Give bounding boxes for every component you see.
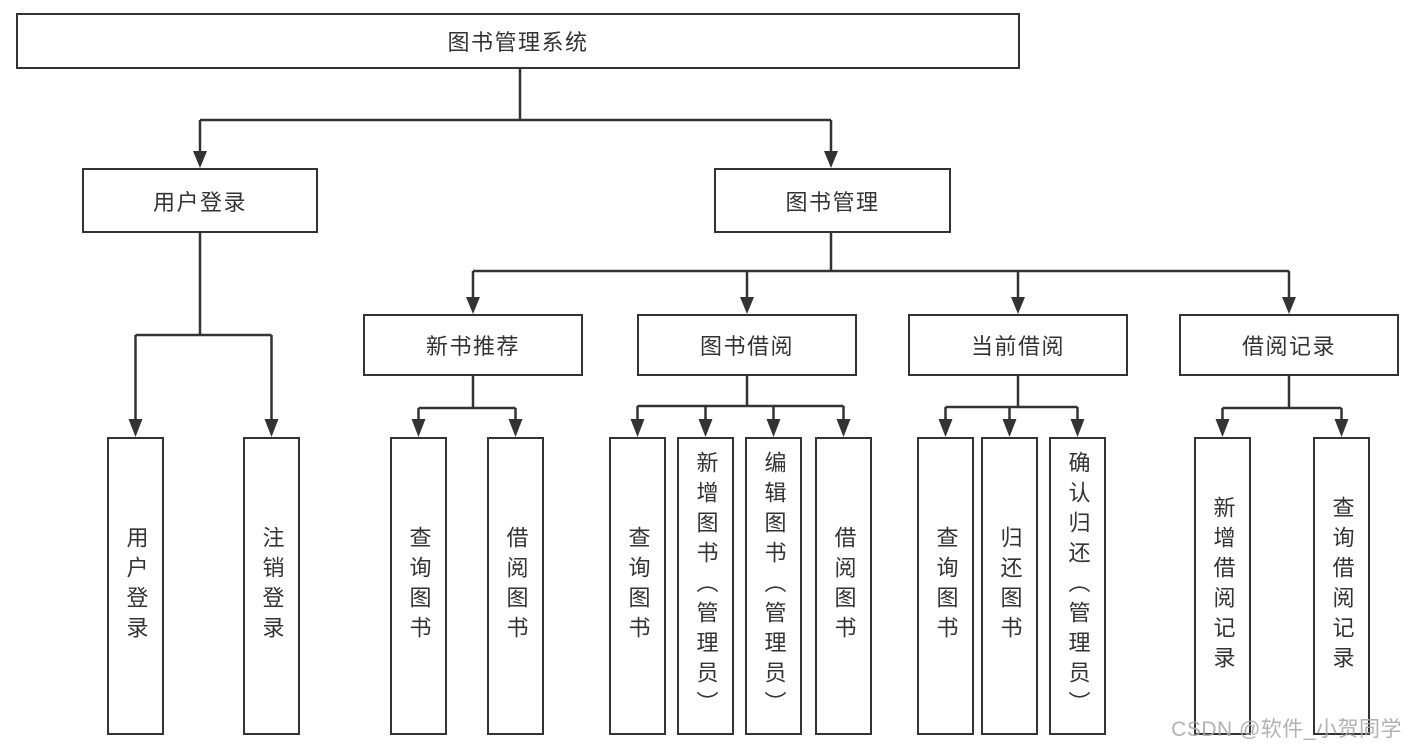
node-root: 图书管理系统: [16, 13, 1020, 69]
node-label: 注销登录: [259, 526, 285, 646]
node-label: 用户登录: [152, 189, 247, 215]
node-label: 查询图书: [406, 526, 432, 646]
leaf-cb-return-book: 归还图书: [981, 437, 1038, 735]
leaf-bb-borrow-book: 借阅图书: [815, 437, 872, 735]
node-label: 归还图书: [997, 526, 1023, 646]
leaf-user-login: 用户登录: [107, 437, 164, 735]
node-label: 新书推荐: [425, 334, 520, 359]
leaf-nb-query-book: 查询图书: [390, 437, 447, 735]
node-label: 确认归还（管理员）: [1065, 451, 1091, 721]
node-label: 图书管理系统: [447, 30, 589, 55]
leaf-br-query-record: 查询借阅记录: [1313, 437, 1370, 735]
leaf-br-add-record: 新增借阅记录: [1194, 437, 1251, 735]
node-label: 当前借阅: [970, 334, 1065, 359]
leaf-bb-edit-book-admin: 编辑图书（管理员）: [745, 437, 802, 735]
node-label: 图书管理: [785, 189, 880, 215]
node-label: 新增借阅记录: [1210, 496, 1236, 676]
node-borrow-record: 借阅记录: [1179, 314, 1399, 376]
leaf-cb-confirm-return-admin: 确认归还（管理员）: [1049, 437, 1106, 735]
node-label: 查询借阅记录: [1329, 496, 1355, 676]
leaf-logout: 注销登录: [243, 437, 300, 735]
node-label: 借阅图书: [503, 526, 529, 646]
node-label: 查询图书: [933, 526, 959, 646]
node-label: 编辑图书（管理员）: [761, 451, 787, 721]
watermark: CSDN @软件_小贺同学: [1171, 718, 1402, 741]
node-label: 用户登录: [123, 526, 149, 646]
leaf-bb-add-book-admin: 新增图书（管理员）: [677, 437, 734, 735]
node-book-borrow: 图书借阅: [637, 314, 857, 376]
node-label: 借阅记录: [1241, 334, 1336, 359]
node-label: 借阅图书: [831, 526, 857, 646]
node-label: 查询图书: [625, 526, 651, 646]
node-user-login-branch: 用户登录: [82, 168, 318, 233]
node-current-borrow: 当前借阅: [908, 314, 1128, 376]
node-new-book-recommend: 新书推荐: [363, 314, 583, 376]
leaf-cb-query-book: 查询图书: [917, 437, 974, 735]
node-label: 新增图书（管理员）: [693, 451, 719, 721]
node-book-management: 图书管理: [714, 168, 951, 233]
node-label: 图书借阅: [699, 334, 794, 359]
leaf-nb-borrow-book: 借阅图书: [487, 437, 544, 735]
leaf-bb-query-book: 查询图书: [609, 437, 666, 735]
